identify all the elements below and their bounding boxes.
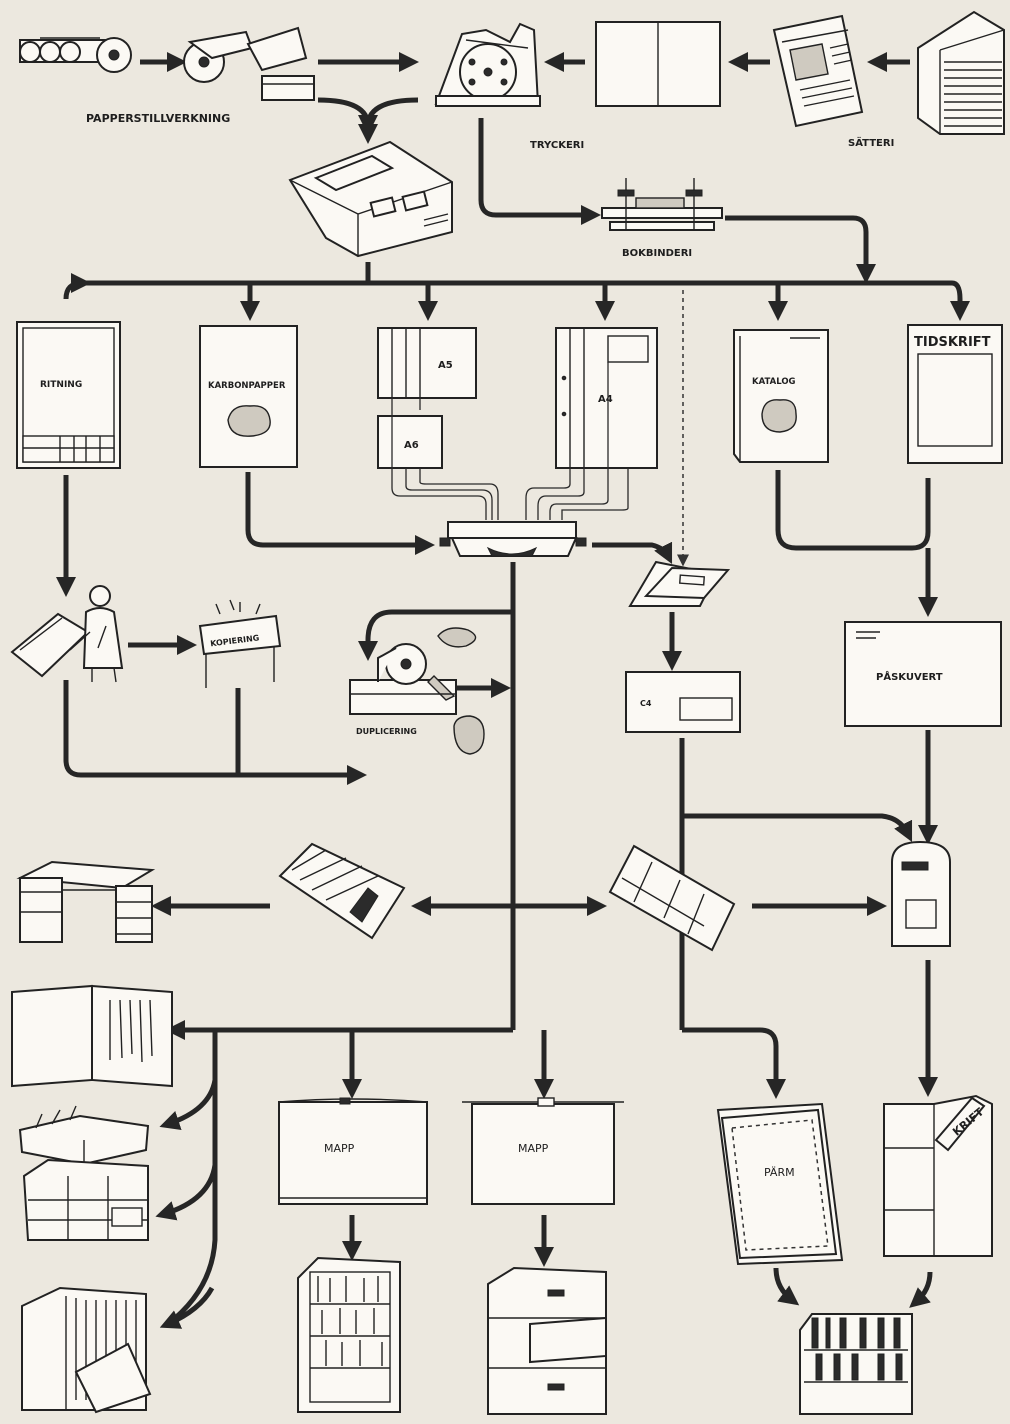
bookshelf-illustration xyxy=(799,1313,913,1415)
tryckeri-label: TRYCKERI xyxy=(530,140,584,151)
stencil-illustration xyxy=(453,715,485,755)
bookcase-cabinet-illustration xyxy=(297,1256,401,1413)
kopiering-machine: KOPIERING xyxy=(198,599,282,688)
mailbox-illustration xyxy=(891,840,951,947)
papperstillverkning-label: PAPPERSTILLVERKNING xyxy=(86,112,230,125)
type-case-cabinet-illustration xyxy=(917,10,1005,135)
parm-binder: PÄRM xyxy=(716,1102,844,1266)
draftsman-illustration xyxy=(10,585,124,683)
satteri-label: SÄTTERI xyxy=(848,135,894,149)
duplicator-machine xyxy=(349,643,457,715)
printing-press-illustration xyxy=(434,22,541,107)
paskuvert-label: PÅSKUVERT xyxy=(876,670,943,683)
desk-illustration xyxy=(16,860,156,943)
book-press-illustration xyxy=(601,178,723,231)
filing-cabinet-illustration xyxy=(487,1266,607,1415)
mapp-folder-2: MAPP xyxy=(462,1097,624,1205)
paper-roll-illustration xyxy=(183,30,254,83)
card-box-illustration xyxy=(18,1105,150,1166)
duplicering-label: DUPLICERING xyxy=(356,727,417,736)
drawer-cabinet-illustration xyxy=(21,1286,152,1414)
karbonpapper-sheet: KARBONPAPPER xyxy=(199,325,298,468)
cut-sheets-illustration xyxy=(246,26,315,101)
form-connector-lines xyxy=(391,362,629,520)
c4-envelope: C4 xyxy=(625,671,741,733)
a4-label: A4 xyxy=(598,394,613,405)
paper-package-illustration xyxy=(288,140,453,258)
tidskrift-magazine: TIDSKRIFT xyxy=(907,324,1003,464)
c4-label: C4 xyxy=(640,699,652,708)
a4-form: A4 xyxy=(555,327,658,469)
card-file-cabinet-illustration xyxy=(22,1158,149,1241)
mapp-1-label: MAPP xyxy=(324,1142,355,1155)
tidskrift-label: TIDSKRIFT xyxy=(914,335,991,350)
ritning-drawing: RITNING xyxy=(16,321,121,469)
typewriter-illustration xyxy=(439,521,587,557)
printed-sheet-illustration xyxy=(595,21,721,107)
katalog-book: KATALOG xyxy=(733,329,829,463)
a5-label: A5 xyxy=(438,360,453,371)
mapp-2-label: MAPP xyxy=(518,1142,549,1155)
a5-a6-forms: A5 A6 xyxy=(377,327,477,469)
mapp-folder-1: MAPP xyxy=(278,1097,428,1205)
paskuvert-envelope: PÅSKUVERT xyxy=(844,621,1002,727)
parm-label: PÄRM xyxy=(764,1166,795,1179)
ledger-book-illustration xyxy=(11,984,173,1088)
magazine-holder: KRIFT xyxy=(883,1094,993,1257)
folded-envelope-illustration xyxy=(628,560,731,607)
letter-tray-illustration xyxy=(608,844,736,952)
karbonpapper-label: KARBONPAPPER xyxy=(208,381,286,391)
paper-machine-illustration xyxy=(19,37,132,73)
desk-tray-illustration xyxy=(278,842,406,940)
a6-label: A6 xyxy=(404,440,419,451)
katalog-label: KATALOG xyxy=(752,377,796,387)
ritning-label: RITNING xyxy=(40,380,82,390)
ink-cloth-illustration xyxy=(437,627,477,648)
composing-tray-illustration xyxy=(772,14,864,128)
bokbinderi-label: BOKBINDERI xyxy=(622,248,692,259)
